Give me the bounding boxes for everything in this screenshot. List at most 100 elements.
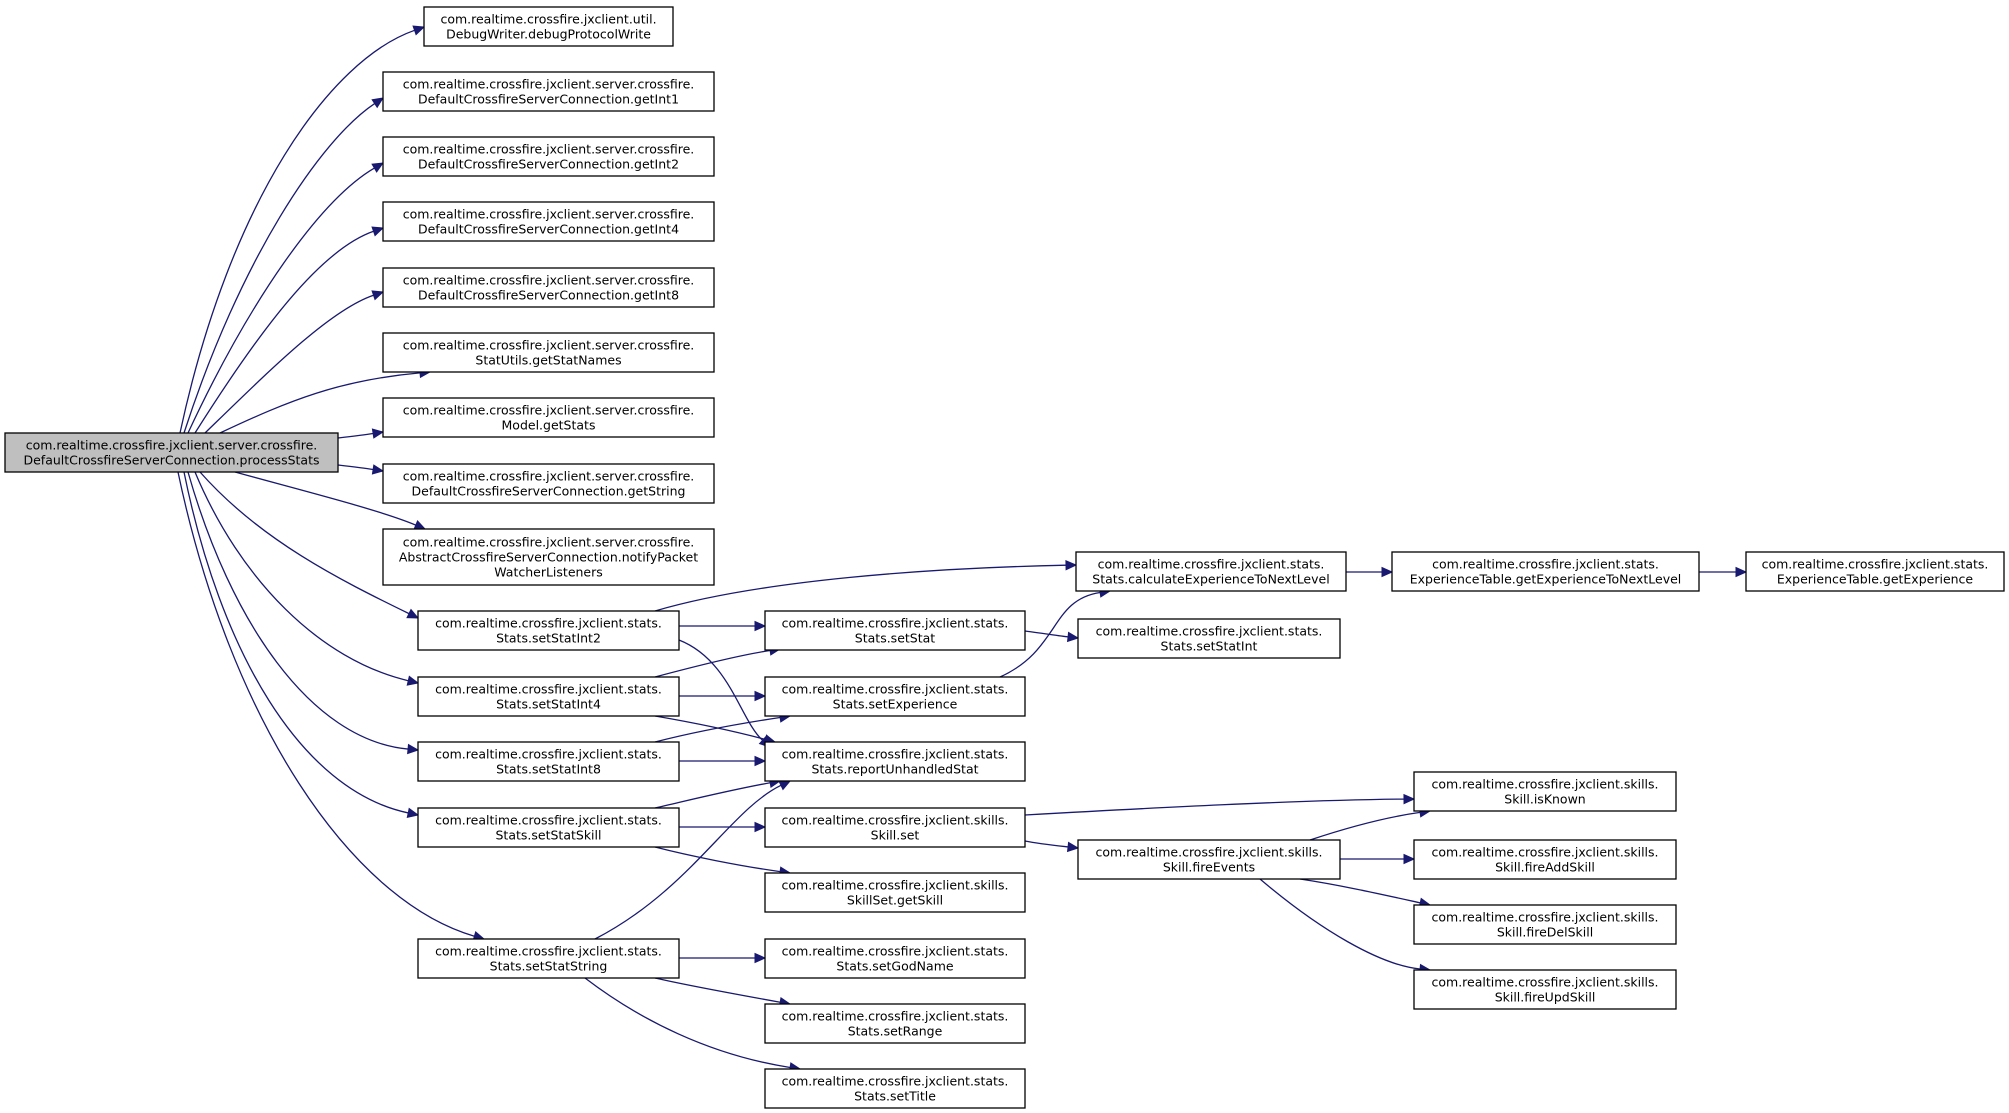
node-setStatInt2[interactable]: com.realtime.crossfire.jxclient.stats.St…: [417, 610, 680, 651]
node-label-line: com.realtime.crossfire.jxclient.stats.: [435, 944, 662, 959]
node-notifyPacket[interactable]: com.realtime.crossfire.jxclient.server.c…: [382, 528, 715, 586]
node-calcExp[interactable]: com.realtime.crossfire.jxclient.stats.St…: [1075, 551, 1347, 592]
node-setStatInt8[interactable]: com.realtime.crossfire.jxclient.stats.St…: [417, 741, 680, 782]
node-processStats[interactable]: com.realtime.crossfire.jxclient.server.c…: [4, 432, 339, 473]
node-box: [764, 741, 1026, 782]
node-label-line: Stats.setStatInt2: [496, 631, 601, 646]
node-setStatSkill[interactable]: com.realtime.crossfire.jxclient.stats.St…: [417, 807, 680, 848]
node-setRange[interactable]: com.realtime.crossfire.jxclient.stats.St…: [764, 1003, 1026, 1044]
node-box: [382, 332, 715, 373]
node-getString[interactable]: com.realtime.crossfire.jxclient.server.c…: [382, 463, 715, 504]
node-label-line: com.realtime.crossfire.jxclient.stats.: [782, 1009, 1009, 1024]
node-getStatNames[interactable]: com.realtime.crossfire.jxclient.server.c…: [382, 332, 715, 373]
edge-line: [654, 715, 766, 741]
node-setTitle[interactable]: com.realtime.crossfire.jxclient.stats.St…: [764, 1068, 1026, 1109]
node-fireUpdSkill[interactable]: com.realtime.crossfire.jxclient.skills.S…: [1413, 969, 1677, 1010]
edge-calcExp-to-getExpToNext: [1345, 566, 1394, 578]
edge-setStatSkill-to-reportUnhandled: [654, 777, 782, 809]
node-fireEvents[interactable]: com.realtime.crossfire.jxclient.skills.S…: [1077, 839, 1341, 880]
node-box: [764, 807, 1026, 848]
node-getInt2[interactable]: com.realtime.crossfire.jxclient.server.c…: [382, 136, 715, 177]
node-label-line: DefaultCrossfireServerConnection.getInt2: [418, 157, 679, 172]
arrowhead: [371, 226, 385, 237]
edge-processStats-to-debugProtocolWrite: [179, 25, 426, 434]
call-edges: [177, 25, 1748, 1073]
node-box: [1745, 551, 2005, 592]
arrowhead: [406, 807, 420, 818]
edge-line: [177, 471, 475, 937]
node-box: [382, 397, 715, 438]
node-label-line: com.realtime.crossfire.jxclient.stats.: [435, 747, 662, 762]
node-getSkill[interactable]: com.realtime.crossfire.jxclient.skills.S…: [764, 872, 1026, 913]
node-setExperience[interactable]: com.realtime.crossfire.jxclient.stats.St…: [764, 676, 1026, 717]
node-setStatString[interactable]: com.realtime.crossfire.jxclient.stats.St…: [417, 938, 680, 979]
node-label-line: com.realtime.crossfire.jxclient.stats.: [782, 1074, 1009, 1089]
edge-setStatSkill-to-skillSet: [679, 821, 767, 833]
node-label-line: Stats.setStatSkill: [496, 828, 602, 843]
edge-fireEvents-to-fireAddSkill: [1340, 853, 1416, 865]
edge-setStatInt8-to-reportUnhandled: [679, 755, 767, 767]
node-label-line: Stats.setStatString: [490, 959, 608, 974]
edge-line: [1299, 878, 1421, 904]
arrowhead: [1735, 566, 1748, 578]
node-reportUnhandled[interactable]: com.realtime.crossfire.jxclient.stats.St…: [764, 741, 1026, 782]
node-box: [417, 938, 680, 979]
node-getStats[interactable]: com.realtime.crossfire.jxclient.server.c…: [382, 397, 715, 438]
edge-line: [183, 471, 409, 814]
node-label-line: Stats.reportUnhandledStat: [811, 762, 978, 777]
node-setStatIntLeaf[interactable]: com.realtime.crossfire.jxclient.stats.St…: [1077, 618, 1341, 659]
node-label-line: com.realtime.crossfire.jxclient.skills.: [1432, 910, 1659, 925]
node-box: [417, 676, 680, 717]
edge-line: [1024, 840, 1069, 848]
arrowhead: [371, 428, 385, 439]
node-label-line: com.realtime.crossfire.jxclient.stats.: [1096, 624, 1323, 639]
arrowhead: [412, 25, 426, 36]
node-label-line: Stats.setStatInt8: [496, 762, 601, 777]
node-label-line: com.realtime.crossfire.jxclient.server.c…: [403, 273, 695, 288]
edge-line: [584, 977, 791, 1069]
node-isKnown[interactable]: com.realtime.crossfire.jxclient.skills.S…: [1413, 771, 1677, 812]
arrowhead: [1403, 793, 1416, 805]
node-getInt1[interactable]: com.realtime.crossfire.jxclient.server.c…: [382, 71, 715, 112]
node-label-line: Model.getStats: [502, 418, 596, 433]
node-setStat[interactable]: com.realtime.crossfire.jxclient.stats.St…: [764, 610, 1026, 651]
arrowhead: [1381, 566, 1394, 578]
edge-line: [1309, 811, 1421, 841]
node-skillSet[interactable]: com.realtime.crossfire.jxclient.skills.S…: [764, 807, 1026, 848]
node-label-line: com.realtime.crossfire.jxclient.skills.: [1096, 845, 1323, 860]
node-label-line: com.realtime.crossfire.jxclient.stats.: [782, 747, 1009, 762]
node-box: [764, 610, 1026, 651]
edge-line: [654, 716, 781, 743]
node-box: [417, 741, 680, 782]
node-box: [764, 872, 1026, 913]
node-label-line: DebugWriter.debugProtocolWrite: [446, 27, 651, 42]
node-label-line: Stats.setTitle: [854, 1089, 936, 1104]
edge-setStat-to-setStatIntLeaf: [1024, 630, 1080, 643]
node-box: [764, 938, 1026, 979]
node-label-line: Skill.isKnown: [1504, 792, 1585, 807]
call-nodes: com.realtime.crossfire.jxclient.server.c…: [4, 6, 2005, 1109]
node-label-line: StatUtils.getStatNames: [475, 353, 621, 368]
node-box: [423, 6, 674, 47]
edge-processStats-to-getString: [337, 464, 385, 475]
node-getInt8[interactable]: com.realtime.crossfire.jxclient.server.c…: [382, 267, 715, 308]
node-getExperience[interactable]: com.realtime.crossfire.jxclient.stats.Ex…: [1745, 551, 2005, 592]
edge-processStats-to-setStatInt2: [199, 471, 420, 619]
node-box: [1077, 839, 1341, 880]
node-getInt4[interactable]: com.realtime.crossfire.jxclient.server.c…: [382, 201, 715, 242]
node-debugProtocolWrite[interactable]: com.realtime.crossfire.jxclient.util.Deb…: [423, 6, 674, 47]
node-setGodName[interactable]: com.realtime.crossfire.jxclient.stats.St…: [764, 938, 1026, 979]
node-label-line: com.realtime.crossfire.jxclient.stats.: [1098, 557, 1325, 572]
node-label-line: Stats.setExperience: [833, 697, 958, 712]
node-label-line: DefaultCrossfireServerConnection.getInt8: [418, 288, 679, 303]
node-fireAddSkill[interactable]: com.realtime.crossfire.jxclient.skills.S…: [1413, 839, 1677, 880]
node-label-line: com.realtime.crossfire.jxclient.server.c…: [403, 469, 695, 484]
node-label-line: Stats.setStat: [855, 631, 935, 646]
node-setStatInt4[interactable]: com.realtime.crossfire.jxclient.stats.St…: [417, 676, 680, 717]
node-getExpToNext[interactable]: com.realtime.crossfire.jxclient.stats.Ex…: [1391, 551, 1700, 592]
node-box: [1413, 969, 1677, 1010]
node-label-line: Skill.fireEvents: [1163, 860, 1255, 875]
node-box: [1391, 551, 1700, 592]
node-box: [764, 1068, 1026, 1109]
node-fireDelSkill[interactable]: com.realtime.crossfire.jxclient.skills.S…: [1413, 904, 1677, 945]
